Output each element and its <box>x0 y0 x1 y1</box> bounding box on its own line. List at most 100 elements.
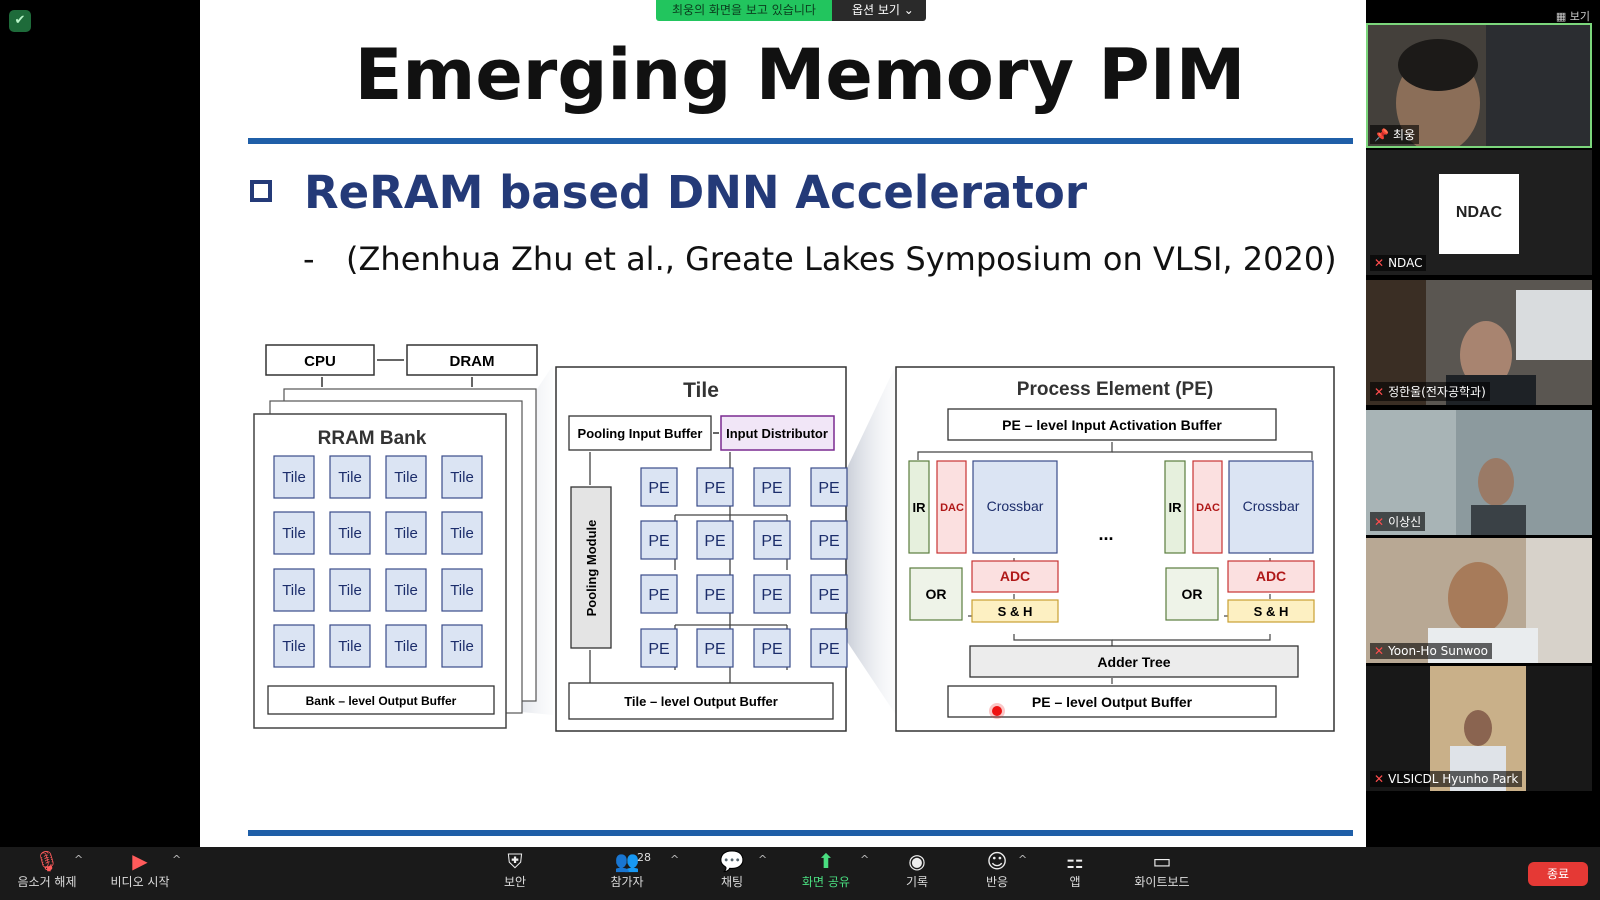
video-options-caret[interactable]: ^ <box>172 853 182 866</box>
participant-tile-3[interactable]: ✕이상신 <box>1366 410 1592 535</box>
tile-pe-3-3 <box>810 628 848 668</box>
tile-pe-label: PE <box>818 480 839 497</box>
unmute-button[interactable]: 🎙음소거 해제 <box>12 847 82 900</box>
tile-pe-3-0 <box>640 628 678 668</box>
bank-tile-label: Tile <box>338 582 362 599</box>
participants-button[interactable]: 👥참가자 <box>602 847 652 900</box>
rram-bank-title: RRAM Bank <box>318 428 427 449</box>
laser-pointer-dot <box>992 706 1002 716</box>
muted-mic-icon: ✕ <box>1374 256 1385 270</box>
slide-heading: ReRAM based DNN Accelerator <box>304 166 1088 219</box>
tile-pe-label: PE <box>704 641 725 658</box>
bank-output-buffer <box>267 685 495 715</box>
tile-pe-label: PE <box>761 587 782 604</box>
tile-pe-3-2 <box>753 628 791 668</box>
reactions-options-caret[interactable]: ^ <box>1018 853 1028 866</box>
pin-icon: 📌 <box>1374 128 1389 142</box>
apps-button[interactable]: ⚏앱 <box>1060 847 1090 900</box>
input-distributor <box>720 415 835 451</box>
muted-mic-icon: ✕ <box>1374 772 1385 786</box>
tile-pe-2-3 <box>810 574 848 614</box>
adc-block <box>1227 560 1315 593</box>
ndac-logo: NDAC <box>1439 174 1519 254</box>
tile-output-label: Tile – level Output Buffer <box>624 694 778 709</box>
crossbar-block <box>972 460 1058 554</box>
bank-tile-label: Tile <box>450 582 474 599</box>
bank-tile-label: Tile <box>394 469 418 486</box>
bullet-square-icon <box>250 180 272 202</box>
chat-button[interactable]: 💬채팅 <box>715 847 749 900</box>
record-button[interactable]: ◉기록 <box>900 847 934 900</box>
tile-pe-label: PE <box>704 533 725 550</box>
reactions-button[interactable]: ☺반응 <box>980 847 1014 900</box>
bank-tile-3-3 <box>441 624 483 668</box>
crossbar-label: Crossbar <box>987 498 1044 514</box>
pooling-module <box>570 486 612 649</box>
participants-options-caret[interactable]: ^ <box>670 853 680 866</box>
end-meeting-button[interactable]: 종료 <box>1528 862 1588 886</box>
video-feed <box>1366 538 1592 663</box>
ndac-logo-text: NDAC <box>1455 204 1503 221</box>
muted-mic-icon: ✕ <box>1374 644 1385 658</box>
reactions-label: 반응 <box>985 875 1009 889</box>
whiteboard-button[interactable]: ▭화이트보드 <box>1130 847 1194 900</box>
pe-output-label: PE – level Output Buffer <box>1032 694 1193 710</box>
participant-tile-1[interactable]: NDAC ✕NDAC <box>1366 150 1592 275</box>
bank-tile-label: Tile <box>394 638 418 655</box>
bank-tile-1-1 <box>329 511 371 555</box>
view-switch-button[interactable]: ▦ 보기 <box>1556 8 1590 24</box>
participant-tile-4[interactable]: ✕Yoon-Ho Sunwoo <box>1366 538 1592 663</box>
share-screen-button[interactable]: ⬆화면 공유 <box>796 847 856 900</box>
view-options-button[interactable]: 옵션 보기 ⌄ <box>831 0 926 21</box>
participants-label: 참가자 <box>610 875 644 889</box>
participant-tile-5[interactable]: ✕VLSICDL Hyunho Park <box>1366 666 1592 791</box>
chat-options-caret[interactable]: ^ <box>758 853 768 866</box>
bank-tile-2-2 <box>385 568 427 612</box>
bank-tile-label: Tile <box>450 638 474 655</box>
bank-tile-2-0 <box>273 568 315 612</box>
bank-output-label: Bank – level Output Buffer <box>306 694 457 708</box>
cpu-label: CPU <box>304 353 336 370</box>
share-status-text: 최웅의 화면을 보고 있습니다 <box>656 0 832 21</box>
slide-title: Emerging Memory PIM <box>354 34 1246 116</box>
shared-slide: Emerging Memory PIM ReRAM based DNN Acce… <box>200 0 1400 847</box>
pe-input-label: PE – level Input Activation Buffer <box>1002 417 1222 433</box>
muted-mic-icon: 🎙 <box>34 849 60 873</box>
pooling-input-label: Pooling Input Buffer <box>578 426 703 441</box>
tile-pe-2-0 <box>640 574 678 614</box>
audio-options-caret[interactable]: ^ <box>74 853 84 866</box>
start-video-button[interactable]: ▶비디오 시작 <box>105 847 175 900</box>
participant-tile-2[interactable]: ✕정한울(전자공학과) <box>1366 280 1592 405</box>
tile-title: Tile <box>683 379 719 402</box>
bank-tile-label: Tile <box>338 469 362 486</box>
tile-pe-label: PE <box>648 641 669 658</box>
slide-citation: (Zhenhua Zhu et al., Greate Lakes Sympos… <box>346 240 1337 278</box>
cpu-box <box>265 344 375 376</box>
tile-pe-2-1 <box>696 574 734 614</box>
tile-pe-label: PE <box>761 480 782 497</box>
apps-icon: ⚏ <box>1066 849 1084 873</box>
or-block <box>909 567 963 621</box>
bank-tile-0-0 <box>273 455 315 499</box>
chat-label: 채팅 <box>720 875 744 889</box>
video-feed <box>1366 666 1592 791</box>
adder-tree <box>969 645 1299 678</box>
input-distributor-label: Input Distributor <box>726 426 828 441</box>
tile-pe-label: PE <box>818 533 839 550</box>
bank-tile-3-1 <box>329 624 371 668</box>
bank-tile-2-1 <box>329 568 371 612</box>
share-options-caret[interactable]: ^ <box>860 853 870 866</box>
bank-tile-1-0 <box>273 511 315 555</box>
meeting-toolbar: 🎙음소거 해제 ^ ▶비디오 시작 ^ ⛨보안 👥참가자 28 ^ 💬채팅 ^ … <box>0 847 1600 900</box>
bank-tile-label: Tile <box>450 525 474 542</box>
whiteboard-label: 화이트보드 <box>1134 875 1190 889</box>
dac-block <box>936 460 967 554</box>
security-button[interactable]: ⛨보안 <box>495 847 535 900</box>
tile-pe-2-2 <box>753 574 791 614</box>
tile-pe-label: PE <box>704 587 725 604</box>
video-off-icon: ▶ <box>132 849 148 873</box>
participant-tile-0[interactable]: 📌최웅 <box>1366 23 1592 148</box>
security-shield-icon[interactable]: ✔ <box>9 10 31 32</box>
